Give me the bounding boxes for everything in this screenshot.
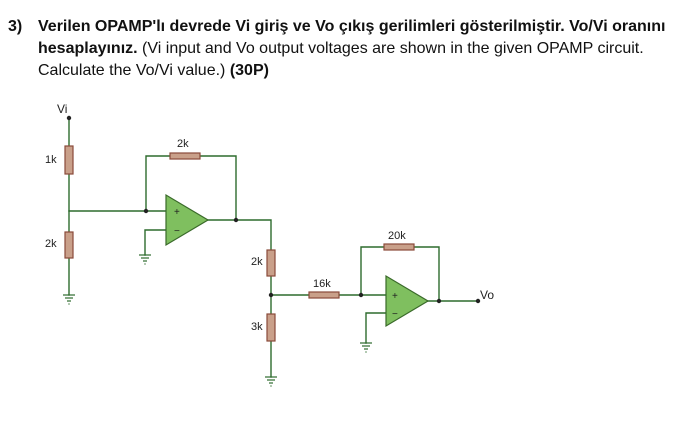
- question-english-line1: (Vi input and Vo output voltages are sho…: [142, 40, 644, 57]
- wire-feedback1-right: [199, 155, 237, 221]
- resistor-label-20k: 20k: [388, 230, 406, 242]
- junction-dot-opamp1-out: [233, 217, 239, 223]
- resistor-1k: [64, 145, 74, 175]
- opamp2-minus-sign: −: [392, 309, 398, 320]
- resistor-16k: [308, 291, 340, 299]
- question-line-2: hesaplayınız. (Vi input and Vo output vo…: [8, 38, 688, 60]
- resistor-label-2k-left: 2k: [45, 238, 57, 250]
- wire-feedback1-left: [145, 155, 171, 212]
- output-terminal-dot: [475, 298, 481, 304]
- junction-dot-divider: [143, 208, 149, 214]
- resistor-2k-feedback: [169, 152, 201, 160]
- question-turkish-title: Verilen OPAMP'lı devrede Vi giriş ve Vo …: [38, 18, 666, 35]
- output-label: Vo: [480, 288, 494, 302]
- resistor-2k-left: [64, 231, 74, 259]
- resistor-label-16k: 16k: [313, 278, 331, 290]
- resistor-label-3k: 3k: [251, 321, 263, 333]
- opamp2-plus-sign: +: [392, 291, 398, 302]
- wire-feedback2-left: [360, 246, 385, 296]
- question-number: 3): [8, 18, 23, 35]
- wire-opamp1-out: [206, 219, 272, 251]
- junction-dot-opamp2-out: [436, 298, 442, 304]
- ground-symbol-opamp1: [139, 254, 151, 265]
- junction-dot-mid: [268, 292, 274, 298]
- wire-opamp1-minus-to-ground: [144, 229, 167, 256]
- question-text: 3) Verilen OPAMP'lı devrede Vi giriş ve V…: [8, 16, 688, 82]
- opamp-2: [385, 274, 430, 328]
- question-english-line2: Calculate the Vo/Vi value.): [38, 62, 226, 79]
- resistor-label-2k-mid: 2k: [251, 256, 263, 268]
- ground-symbol-opamp2: [360, 342, 372, 353]
- wires: [68, 117, 479, 378]
- resistor-20k: [383, 243, 415, 251]
- junction-dot-opamp2-in: [358, 292, 364, 298]
- wire-feedback2-right: [413, 246, 440, 302]
- question-turkish-title-end: hesaplayınız.: [38, 40, 138, 57]
- wire-opamp2-minus-to-ground: [365, 312, 387, 344]
- question-points: (30P): [229, 62, 269, 79]
- ground-symbol-mid: [265, 376, 277, 387]
- opamp1-minus-sign: −: [174, 226, 180, 237]
- resistor-3k: [266, 313, 276, 342]
- input-terminal-dot: [66, 115, 72, 121]
- question-line-3: Calculate the Vo/Vi value.) (30P): [8, 60, 688, 82]
- resistor-label-2k-feedback: 2k: [177, 138, 189, 150]
- input-label: Vi: [57, 102, 67, 116]
- ground-symbol-left: [63, 294, 75, 305]
- resistor-label-1k: 1k: [45, 154, 57, 166]
- question-line-1: 3) Verilen OPAMP'lı devrede Vi giriş ve V…: [8, 16, 688, 38]
- opamp-1: [165, 193, 210, 247]
- opamp1-plus-sign: +: [174, 207, 180, 218]
- components: [63, 115, 481, 387]
- resistor-2k-mid: [266, 249, 276, 277]
